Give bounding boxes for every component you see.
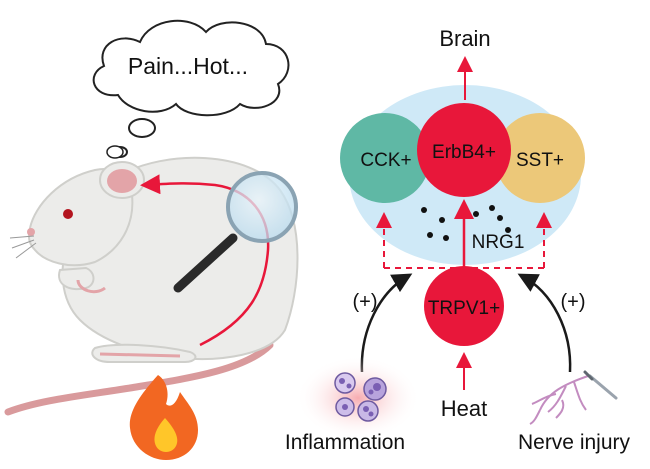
trpv1-label: TRPV1+ [428,298,500,319]
cck-label: CCK+ [360,150,411,171]
erbb4-label: ErbB4+ [432,142,496,163]
brain-label: Brain [439,26,490,51]
inflammation-label: Inflammation [285,431,405,454]
mouse-eye [63,209,73,219]
circuit: Brain CCK+ ErbB4+ SST+ NRG1 [340,26,586,421]
plus-left-label: (+) [353,291,378,313]
heat-label: Heat [441,396,487,421]
trpv1-cell [424,266,504,346]
sst-label: SST+ [516,150,564,171]
nrg1-particles [421,205,511,241]
thought-text: Pain...Hot... [128,53,248,79]
plus-right-label: (+) [561,291,586,313]
immune-cells-icon [296,356,420,440]
nrg1-label: NRG1 [472,232,525,253]
nerve-icon [529,370,618,425]
cck-cell [340,113,430,203]
flame-icon [129,375,198,460]
magnifier-icon [173,171,298,293]
nerve-injury-label: Nerve injury [518,431,631,454]
thought-bubble: Pain...Hot... [92,19,290,158]
sst-cell [495,113,585,203]
erbb4-cell [417,103,511,197]
